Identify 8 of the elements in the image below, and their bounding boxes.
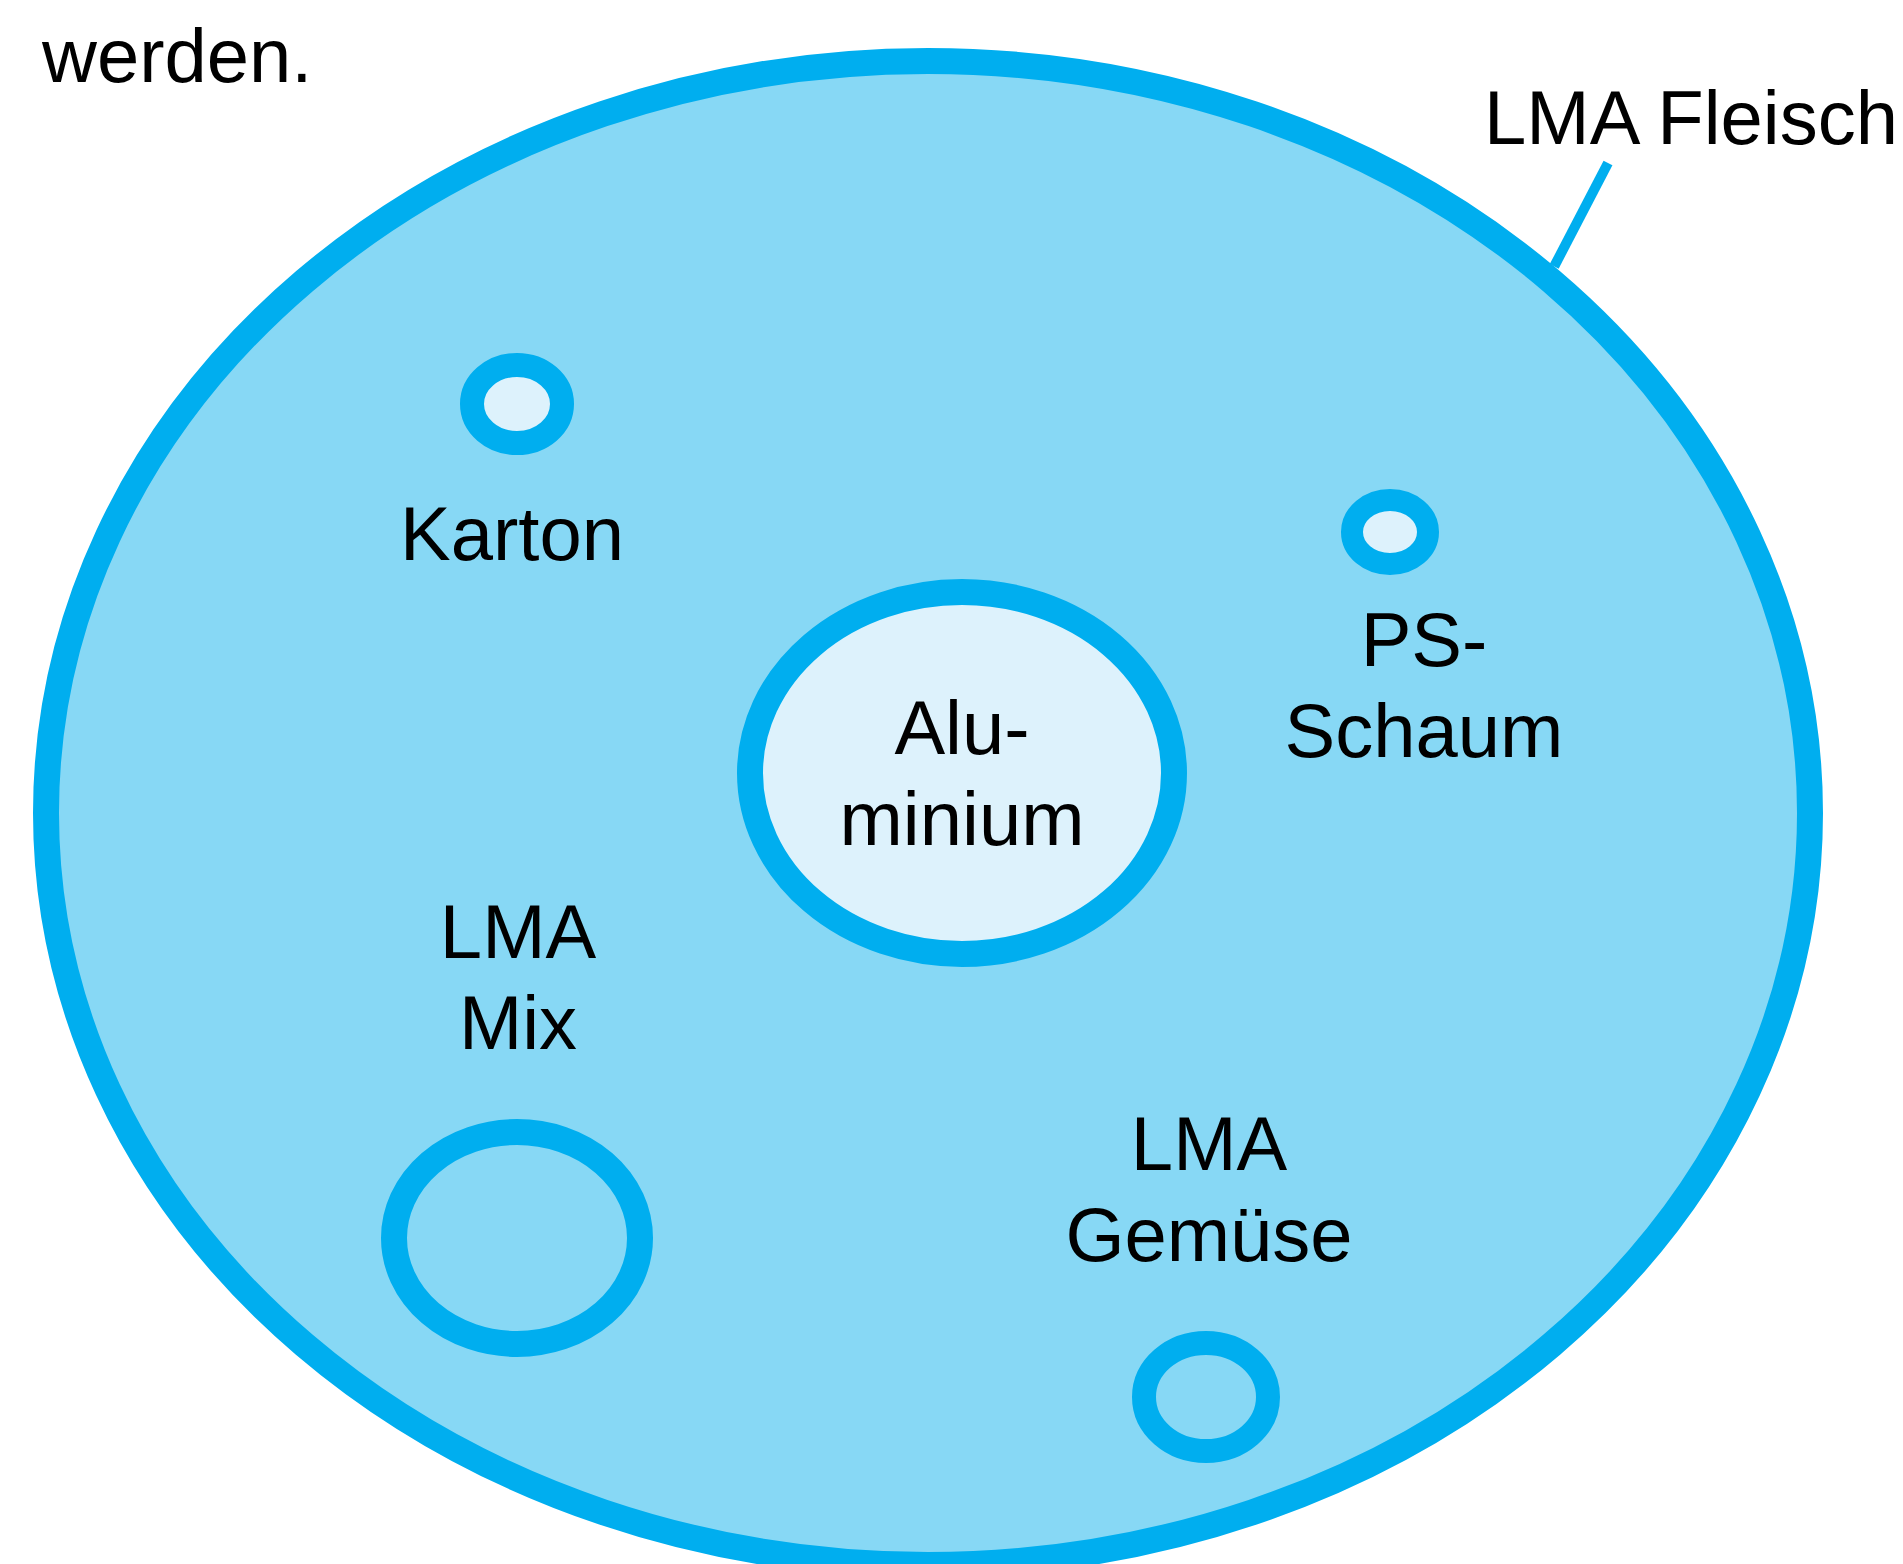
circle-label: Alu- minium: [838, 684, 1086, 863]
circle-label: PS- Schaum: [1283, 596, 1565, 775]
circle-label: Karton: [399, 490, 625, 578]
circle-label: LMA Gemüse: [1064, 1100, 1354, 1279]
outer-label: LMA Fleisch: [1483, 74, 1898, 162]
note-text: werden.: [42, 12, 313, 100]
circle-label: LMA Mix: [438, 888, 598, 1067]
leader-line: [1549, 160, 1613, 269]
